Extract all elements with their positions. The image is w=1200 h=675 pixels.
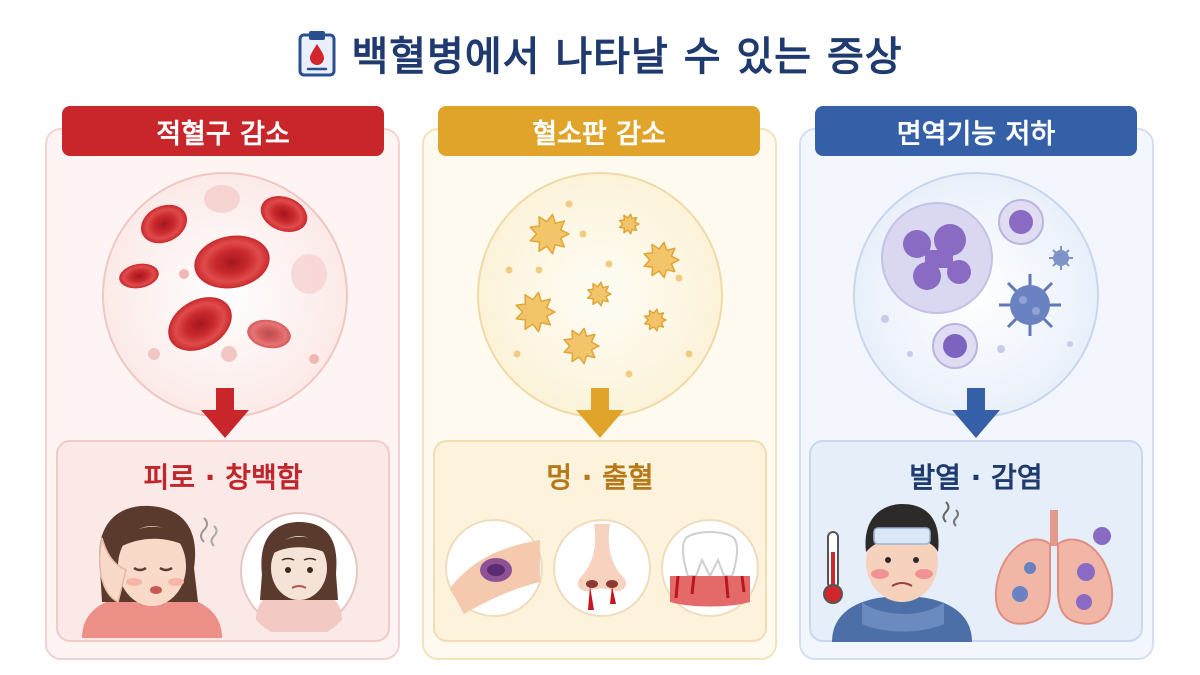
platelet-dot bbox=[685, 350, 693, 358]
platelet-dot bbox=[605, 260, 613, 268]
platelets-illustration bbox=[477, 172, 723, 418]
page-title: 백혈병에서 나타날 수 있는 증상 bbox=[351, 34, 903, 80]
platelet-dot bbox=[535, 266, 543, 274]
platelet-icon bbox=[643, 308, 667, 332]
feverish-man-illustration bbox=[832, 501, 972, 642]
platelet-dot bbox=[625, 370, 633, 378]
platelet-icon bbox=[515, 291, 556, 333]
arrow-down-icon bbox=[201, 388, 249, 438]
arrow-down-icon bbox=[952, 388, 1000, 438]
white-blood-cells-illustration bbox=[853, 172, 1099, 418]
heading-platelets: 혈소판 감소 bbox=[438, 106, 760, 156]
platelet-dot bbox=[505, 266, 513, 274]
thermometer-icon bbox=[823, 531, 843, 604]
platelet-icon bbox=[529, 213, 570, 255]
platelet-icon bbox=[618, 213, 640, 235]
nucleus-icon bbox=[903, 224, 971, 290]
virus-icon bbox=[999, 274, 1061, 336]
gum-bleeding-illustration bbox=[661, 519, 759, 617]
infected-lungs-illustration bbox=[994, 510, 1114, 625]
result-fatigue-pallor: 피로 · 창백함 bbox=[143, 461, 303, 494]
platelet-icon bbox=[563, 327, 600, 365]
result-fever-infection: 발열 · 감염 bbox=[909, 461, 1043, 494]
platelet-dot bbox=[675, 274, 683, 282]
platelet-dot bbox=[565, 200, 573, 208]
result-bruise-bleeding: 멍 · 출혈 bbox=[546, 461, 654, 494]
bruise-illustration bbox=[445, 519, 543, 617]
clipboard-blood-icon bbox=[298, 31, 336, 77]
tired-woman-illustration bbox=[82, 505, 222, 638]
red-blood-cells-illustration bbox=[102, 172, 348, 418]
platelet-dot bbox=[513, 350, 521, 358]
pale-woman-illustration bbox=[240, 512, 358, 632]
header: 백혈병에서 나타날 수 있는 증상 bbox=[0, 18, 1200, 88]
platelet-dot bbox=[579, 230, 587, 238]
platelet-icon bbox=[586, 281, 612, 307]
nosebleed-illustration bbox=[553, 519, 651, 617]
heading-red-blood-cells: 적혈구 감소 bbox=[62, 106, 384, 156]
heading-immunity: 면역기능 저하 bbox=[815, 106, 1137, 156]
arrow-down-icon bbox=[576, 388, 624, 438]
platelet-icon bbox=[643, 241, 680, 279]
